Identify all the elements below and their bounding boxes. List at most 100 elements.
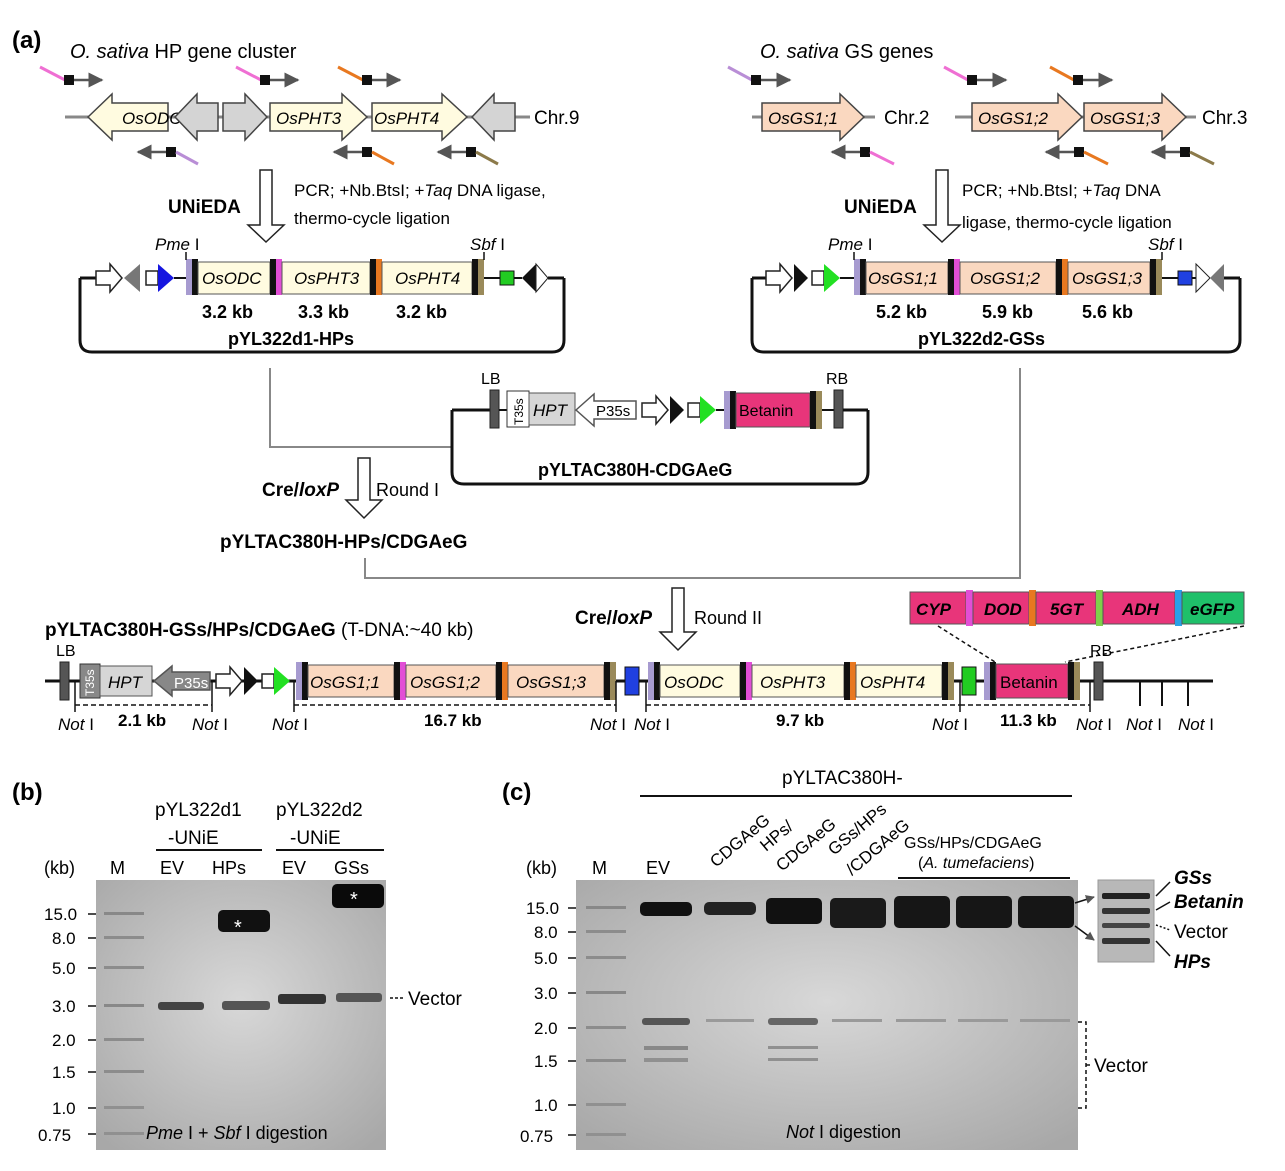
round1-product: pYLTAC380H-HPs/CDGAeG	[220, 532, 467, 553]
round1-label: Cre/loxP	[262, 480, 339, 501]
gel-c-inset	[1097, 879, 1155, 963]
final-hp-1: OsODC	[664, 673, 724, 692]
tac-lb: LB	[481, 371, 501, 388]
not-site-2: Not I	[192, 715, 228, 734]
gel-c	[576, 880, 1078, 1150]
final-gs-3: OsGS1;3	[516, 673, 586, 692]
gel-b-lane-ev2: EV	[282, 858, 306, 878]
fragment-1: 2.1 kb	[118, 711, 166, 730]
sbf-site-gs: Sbf I	[1148, 235, 1183, 254]
uniEDA-label-left: UNiEDA	[168, 197, 241, 218]
betanin-zoom-left	[937, 625, 996, 663]
vhp-size-3: 3.2 kb	[396, 302, 447, 322]
pme-site-hp: Pme I	[155, 235, 199, 254]
final-rb: RB	[1090, 643, 1112, 660]
gel-b-ladder-1-5: 1.5	[52, 1063, 76, 1082]
gene-arrow-osgs12	[971, 92, 1084, 142]
gel-b-star2: *	[350, 889, 358, 911]
tac-name: pYLTAC380H-CDGAeG	[538, 460, 732, 480]
vhp-gene-1: OsODC	[202, 269, 262, 288]
panel-a-label: (a)	[12, 27, 41, 54]
uniEDA-desc-left-1: PCR; +Nb.BtsI; +Taq DNA ligase,	[294, 181, 546, 200]
hp-cluster-title: O. sativa HP gene cluster	[70, 41, 297, 63]
round2-label: Cre/loxP	[575, 608, 652, 629]
vector-tac-cdgaeg	[450, 389, 870, 486]
gene-label-ospht3: OsPHT3	[276, 109, 342, 128]
gel-b-ladder-15: 15.0	[44, 905, 77, 924]
gene-label-osgs12: OsGS1;2	[978, 109, 1048, 128]
gel-c-ladder-2: 2.0	[534, 1019, 558, 1038]
gel-c-header: pYLTAC380H-	[782, 768, 903, 789]
final-construct	[45, 661, 1213, 712]
round2-round: Round II	[694, 608, 762, 628]
tac-rb: RB	[826, 371, 848, 388]
tac-t35s: T35s	[512, 398, 526, 425]
betanin-zoom-right	[1064, 625, 1245, 663]
gel-b-lane-ev1: EV	[160, 858, 184, 878]
not-site-6: Not I	[932, 715, 968, 734]
gel-c-ladder-8: 8.0	[534, 923, 558, 942]
gene-label-osgs13: OsGS1;3	[1090, 109, 1160, 128]
sbf-site-hp: Sbf I	[470, 235, 505, 254]
uniEDA-desc-left-2: thermo-cycle ligation	[294, 209, 450, 228]
gel-c-group1: GSs/HPs/CDGAeG	[904, 835, 1042, 852]
primers-hp-top	[39, 65, 402, 88]
inset-line-hps	[1155, 940, 1171, 957]
connector-hp	[269, 368, 452, 448]
primers-hp-bottom	[136, 144, 499, 166]
gel-b-top1: pYL322d1	[155, 800, 242, 821]
final-t35s: T35s	[83, 669, 97, 696]
gene-arrow-ospht4	[371, 92, 469, 142]
gs-genes-title: O. sativa GS genes	[760, 41, 933, 63]
chr2-label: Chr.2	[884, 108, 929, 129]
gel-b-lane-m: M	[110, 858, 125, 878]
not-site-8: Not I	[1126, 715, 1162, 734]
gel-b-unit: (kb)	[44, 858, 75, 878]
uniEDA-arrow-left	[246, 169, 286, 244]
gel-c-vector: Vector	[1094, 1056, 1149, 1077]
gel-b-ladder-0-75: 0.75	[38, 1126, 71, 1145]
round1-round: Round I	[376, 480, 439, 500]
gene-arrow-osgs11	[761, 92, 866, 142]
vector-pyl322d1-hps	[78, 259, 566, 354]
gel-c-ladder-3: 3.0	[534, 984, 558, 1003]
gel-c-lane-ev: EV	[646, 858, 670, 878]
primers-gs-top	[727, 65, 1114, 88]
final-title: pYLTAC380H-GSs/HPs/CDGAeG (T-DNA:~40 kb)	[45, 620, 473, 641]
gel-c-group2: (A. tumefaciens)	[918, 855, 1034, 872]
gene-label-osgs11: OsGS1;1	[768, 109, 838, 128]
inset-arrow-top	[1074, 895, 1095, 904]
gel-c-ladder-0-75: 0.75	[520, 1127, 553, 1146]
vgs-size-2: 5.9 kb	[982, 302, 1033, 322]
gel-c-caption: Not I digestion	[786, 1122, 901, 1142]
gel-b-ladder-5: 5.0	[52, 959, 76, 978]
vgs-gene-1: OsGS1;1	[868, 269, 938, 288]
final-hpt: HPT	[108, 673, 144, 692]
chr3-label: Chr.3	[1202, 108, 1247, 129]
gel-b-ladder-1: 1.0	[52, 1099, 76, 1118]
gel-b-ladder-8: 8.0	[52, 929, 76, 948]
vgs-size-1: 5.2 kb	[876, 302, 927, 322]
inset-label-vector: Vector	[1174, 922, 1229, 943]
tac-p35s: P35s	[596, 403, 630, 420]
final-p35s: P35s	[174, 675, 208, 692]
gel-b-vector: Vector	[408, 989, 463, 1010]
gel-b-sub1: -UNiE	[168, 828, 219, 849]
inset-line-betanin	[1155, 901, 1171, 911]
betanin-part-dod: DOD	[984, 600, 1022, 619]
inset-label-hps: HPs	[1174, 952, 1211, 973]
vhp-name: pYL322d1-HPs	[228, 329, 354, 349]
final-hp-2: OsPHT3	[760, 673, 826, 692]
round2-arrow	[658, 587, 698, 652]
betanin-part-5gt: 5GT	[1050, 600, 1085, 619]
tac-hpt: HPT	[533, 401, 569, 420]
vgs-gene-3: OsGS1;3	[1072, 269, 1142, 288]
final-hp-3: OsPHT4	[860, 673, 925, 692]
gel-b-star1: *	[234, 917, 242, 939]
vhp-gene-3: OsPHT4	[395, 269, 460, 288]
inset-label-gss: GSs	[1174, 868, 1212, 889]
fragment-4: 11.3 kb	[1000, 711, 1057, 730]
vhp-size-2: 3.3 kb	[298, 302, 349, 322]
gene-arrow-ospht3	[269, 92, 369, 142]
primers-gs-bottom	[830, 144, 1215, 166]
